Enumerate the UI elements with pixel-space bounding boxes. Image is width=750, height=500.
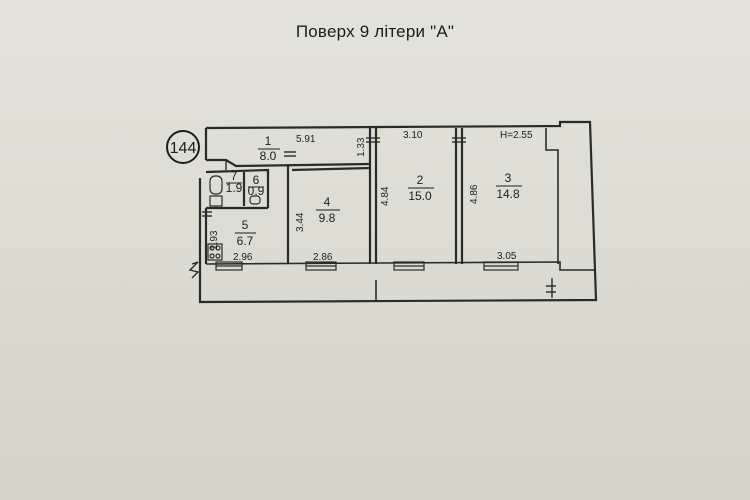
windows	[215, 261, 519, 271]
room-labels: 1 8.0 2 15.0 3 14.8 4 9.8 5 6.7 6 0.9 7 …	[226, 134, 522, 248]
dim-room2-width: 3.10	[403, 130, 423, 141]
room-number-3: 3	[505, 171, 512, 185]
walls	[198, 120, 598, 304]
stove-icon	[207, 243, 223, 261]
dim-room1-width: 1.33	[356, 137, 367, 157]
room-area-4: 9.8	[319, 211, 336, 225]
room-area-6: 0.9	[248, 184, 265, 198]
door-marks	[188, 137, 556, 298]
dim-room3-width: 3.05	[497, 251, 517, 262]
room-number-1: 1	[265, 134, 272, 148]
building-number: 144	[170, 140, 197, 157]
room-number-6: 6	[253, 173, 260, 187]
fixtures	[207, 175, 261, 261]
dim-room5-width: 2.96	[233, 252, 253, 263]
room-area-1: 8.0	[260, 149, 277, 163]
dim-room4-length: 3.44	[295, 212, 306, 232]
dimension-labels: 5.91 1.33 3.10 4.84 H=2.55 4.86 3.05 3.4…	[209, 130, 533, 263]
page-title: Поверх 9 літери "А"	[295, 22, 455, 41]
building-number-badge: 144	[166, 130, 200, 164]
dim-room2-length: 4.84	[380, 186, 391, 206]
room-number-7: 7	[231, 169, 238, 183]
room-area-5: 6.7	[237, 234, 254, 248]
dim-room3-length: 4.86	[469, 184, 480, 204]
room-number-4: 4	[324, 195, 331, 209]
room-area-2: 15.0	[408, 189, 432, 203]
dim-room5-length: 1.93	[209, 230, 220, 250]
sink-icon	[209, 195, 223, 207]
room-number-2: 2	[417, 173, 424, 187]
bathtub-icon	[209, 175, 223, 195]
room-number-5: 5	[242, 218, 249, 232]
dim-room1-length: 5.91	[296, 134, 316, 145]
dim-room4-width: 2.86	[313, 252, 333, 263]
room-area-3: 14.8	[496, 187, 520, 201]
ceiling-height: H=2.55	[500, 130, 533, 141]
room-area-7: 1.9	[226, 181, 243, 195]
toilet-icon	[249, 195, 261, 205]
